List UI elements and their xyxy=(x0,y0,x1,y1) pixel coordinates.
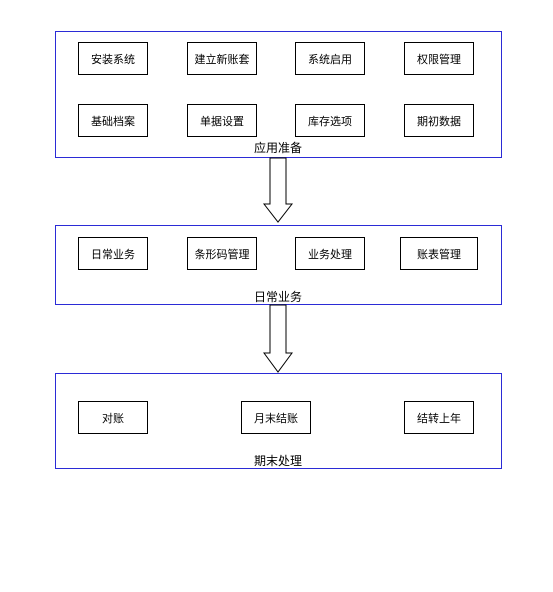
node-business-processing: 业务处理 xyxy=(295,237,365,270)
node-carry-forward-year: 结转上年 xyxy=(404,401,474,434)
stage-caption-preparation: 应用准备 xyxy=(253,141,303,155)
flow-arrow-down-icon xyxy=(262,157,294,223)
node-daily-business: 日常业务 xyxy=(78,237,148,270)
stage-caption-daily-business: 日常业务 xyxy=(253,290,303,304)
flow-arrow-down-icon xyxy=(263,304,293,373)
node-inventory-options: 库存选项 xyxy=(295,104,365,137)
node-barcode-management: 条形码管理 xyxy=(187,237,257,270)
node-reconciliation: 对账 xyxy=(78,401,148,434)
node-permission-management: 权限管理 xyxy=(404,42,474,75)
node-system-enable: 系统启用 xyxy=(295,42,365,75)
node-document-settings: 单据设置 xyxy=(187,104,257,137)
node-basic-archives: 基础档案 xyxy=(78,104,148,137)
node-month-end-closing: 月末结账 xyxy=(241,401,311,434)
node-install-system: 安装系统 xyxy=(78,42,148,75)
node-opening-data: 期初数据 xyxy=(404,104,474,137)
node-report-management: 账表管理 xyxy=(400,237,478,270)
node-create-account-set: 建立新账套 xyxy=(187,42,257,75)
stage-caption-period-end: 期末处理 xyxy=(253,454,303,468)
